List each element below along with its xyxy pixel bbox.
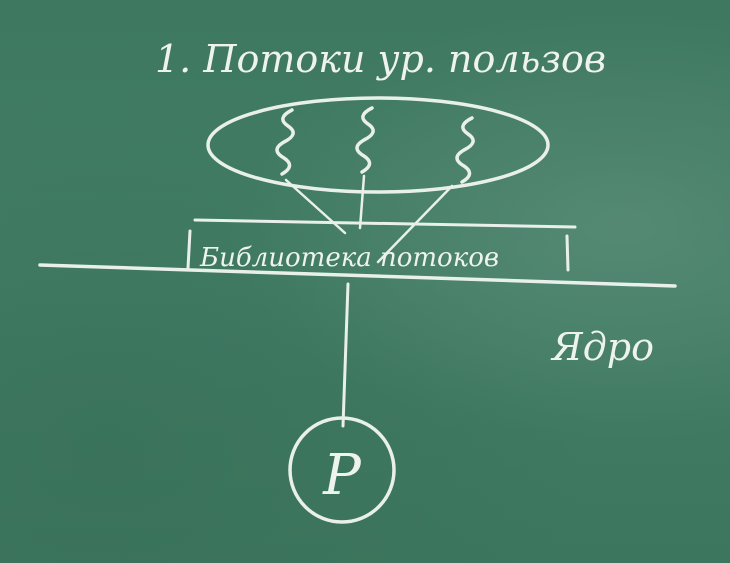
thread-2-icon bbox=[355, 106, 375, 174]
user-threads-ellipse bbox=[206, 96, 550, 194]
library-top-line bbox=[193, 218, 577, 229]
title: 1. Потоки ур. пользов bbox=[155, 37, 606, 81]
thread-1-icon bbox=[275, 108, 295, 176]
thread-2-connector bbox=[358, 174, 366, 230]
thread-library-label: Библиотека потоков bbox=[199, 243, 499, 273]
thread-1-connector bbox=[284, 178, 347, 235]
process-circle-icon bbox=[288, 416, 396, 524]
process-label: P bbox=[322, 443, 362, 508]
process-connector bbox=[341, 282, 350, 428]
kernel-label: Ядро bbox=[550, 325, 654, 369]
kernel-boundary-line bbox=[38, 263, 677, 288]
library-left-border bbox=[186, 229, 192, 270]
thread-3-icon bbox=[455, 116, 475, 184]
library-right-border bbox=[565, 234, 570, 272]
